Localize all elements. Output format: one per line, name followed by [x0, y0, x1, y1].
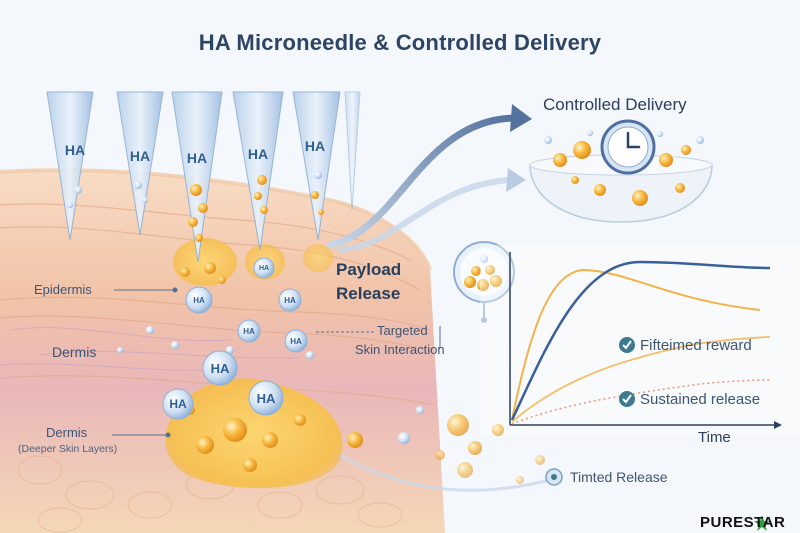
payload-line-2: Release — [336, 284, 401, 303]
epidermis-label: Epidermis — [34, 282, 92, 297]
ha-molecule-label: HA — [258, 265, 270, 272]
delivery-arrow-upper-head — [510, 104, 532, 132]
deep-dermis-sublabel: (Deeper Skin Layers) — [18, 443, 118, 455]
ha-spheres — [162, 257, 308, 420]
release-flow-wave — [339, 453, 551, 492]
x-axis-arrowhead — [774, 421, 782, 429]
needle-label: HA — [304, 138, 326, 154]
microneedle-array — [46, 91, 361, 263]
deep-dermis-label: Dermis — [46, 425, 88, 440]
curve-dotted-baseline — [511, 379, 771, 425]
curve-orange-sustained — [511, 336, 771, 423]
delivery-arrow-upper — [326, 114, 519, 249]
ha-molecule-label: HA — [243, 327, 255, 336]
microneedle-3 — [171, 91, 223, 263]
check-icon-1 — [619, 337, 635, 353]
timed-release-label: Timted Release — [570, 469, 668, 485]
microneedle-4 — [232, 91, 284, 251]
microneedle-1 — [46, 91, 94, 241]
ha-molecule-label: HA — [169, 397, 187, 411]
needle-label: HA — [129, 148, 151, 164]
microneedle-5 — [292, 91, 341, 241]
curve-orange-burst — [511, 268, 761, 421]
needle-label: HA — [186, 150, 208, 166]
delivery-arrow-lower-head — [506, 168, 526, 192]
floating-particles — [398, 406, 545, 484]
check-icon-2 — [619, 391, 635, 407]
timed-release-icon — [545, 468, 563, 486]
delivery-arrow-lower — [337, 177, 513, 253]
needle-label: HA — [247, 146, 269, 162]
ha-molecule-label: HA — [210, 361, 230, 376]
targeted-label-line-2: Skin Interaction — [355, 342, 445, 357]
ha-molecule-label: HA — [284, 296, 296, 305]
payload-line-1: Payload — [336, 260, 402, 279]
release-pool-3 — [303, 244, 333, 272]
targeted-label-line-1: Targeted — [377, 323, 428, 338]
page-title: HA Microneedle & Controlled Delivery — [198, 30, 602, 55]
release-graph — [480, 245, 800, 435]
curve-blue-controlled — [510, 260, 771, 421]
graph-x-label: Time — [698, 429, 731, 446]
graph-legend-1: Fifteimed reward — [640, 337, 752, 354]
release-pool-1 — [173, 238, 237, 286]
payload-release-label: Payload Release — [336, 258, 401, 306]
dermis-fibres — [0, 327, 301, 371]
needle-label: HA — [64, 142, 86, 158]
brand-logo: PURESTAR — [700, 514, 786, 531]
dermis-label: Dermis — [52, 344, 97, 360]
controlled-delivery-title: Controlled Delivery — [543, 95, 687, 114]
skin-cells — [17, 455, 403, 533]
leader-lines — [112, 287, 441, 438]
payload-capsule-icon — [453, 241, 515, 323]
ha-molecule-label: HA — [256, 391, 276, 406]
released-particles — [117, 262, 363, 472]
deep-gel-deposit — [165, 378, 343, 489]
graph-legend-2: Sustained release — [640, 391, 761, 408]
ha-molecule-label: HA — [290, 337, 302, 346]
logo-star-icon — [754, 515, 770, 531]
bowl-particles — [544, 130, 704, 206]
clock-icon — [600, 119, 656, 175]
microneedle-6 — [344, 91, 361, 211]
needle-bubbles — [67, 171, 324, 242]
microneedle-2 — [116, 91, 164, 236]
skin-surface-fade — [0, 168, 432, 271]
ha-molecule-label: HA — [193, 296, 205, 305]
